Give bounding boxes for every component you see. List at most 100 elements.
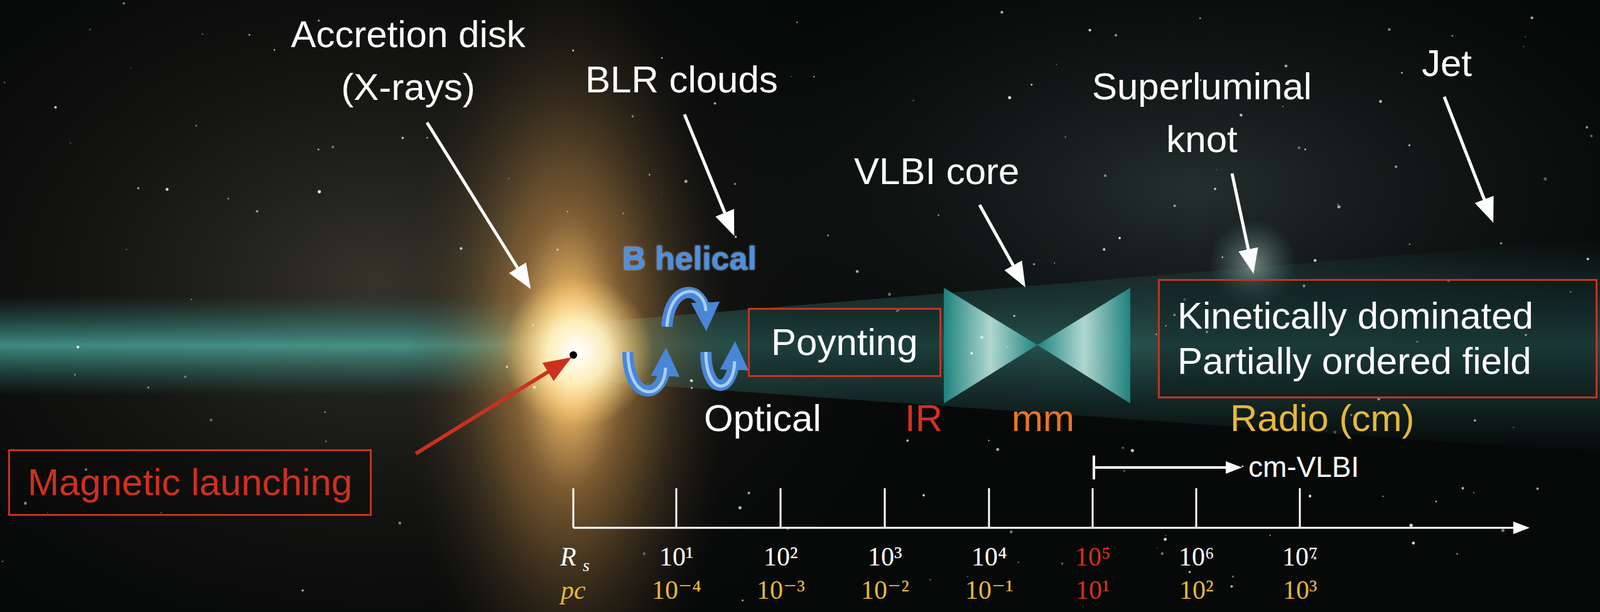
- star: [1012, 314, 1015, 317]
- star: [89, 28, 92, 31]
- star: [195, 124, 198, 127]
- star: [647, 383, 649, 385]
- star-field: [1, 2, 1594, 602]
- star: [324, 411, 326, 413]
- star: [317, 190, 321, 194]
- star: [1586, 257, 1590, 260]
- band-label: Optical: [703, 395, 822, 441]
- star: [995, 447, 1000, 451]
- star: [1499, 241, 1503, 245]
- range-label: cm-VLBI: [1248, 449, 1359, 485]
- band-label: mm: [1011, 395, 1075, 441]
- star: [1473, 418, 1477, 422]
- star: [556, 248, 559, 251]
- star: [988, 439, 990, 441]
- star: [1055, 63, 1057, 65]
- star: [125, 248, 127, 250]
- box-text: Partially ordered field: [1177, 338, 1579, 384]
- star: [183, 375, 187, 379]
- star: [1215, 168, 1217, 171]
- star: [1473, 491, 1475, 493]
- star: [1188, 570, 1192, 574]
- component-label: Superluminal knot: [1070, 60, 1334, 166]
- star: [631, 114, 635, 118]
- star: [317, 148, 320, 151]
- star: [1378, 99, 1383, 103]
- star: [1382, 495, 1384, 497]
- star: [741, 599, 744, 601]
- axis-tick-label: 10³: [867, 540, 903, 573]
- star: [827, 234, 829, 237]
- star: [713, 102, 717, 105]
- component-label: Accretion disk (X-rays): [260, 8, 556, 114]
- star: [1394, 165, 1398, 168]
- box-text: Poynting: [771, 319, 919, 365]
- band-label: IR: [904, 395, 943, 441]
- star: [1400, 72, 1403, 75]
- star: [1114, 33, 1118, 37]
- star: [567, 210, 569, 213]
- star: [1088, 28, 1092, 32]
- star: [1451, 35, 1454, 38]
- star: [273, 48, 276, 51]
- star: [1411, 541, 1415, 545]
- star: [1408, 144, 1411, 147]
- star: [1530, 16, 1533, 19]
- star: [209, 418, 213, 422]
- star: [747, 491, 750, 495]
- star: [684, 179, 688, 183]
- star: [1522, 45, 1525, 48]
- axis-tick-label: 10⁷: [1282, 540, 1319, 573]
- star: [1230, 584, 1233, 588]
- star: [508, 177, 510, 179]
- axis-unit-subscript: s: [582, 554, 590, 576]
- star: [1456, 552, 1459, 555]
- star: [643, 551, 646, 555]
- axis-tick-label: 10⁶: [1178, 540, 1215, 573]
- leader-arrow: [684, 114, 733, 233]
- vlbi-core-cone: [1037, 287, 1131, 404]
- star: [796, 21, 798, 24]
- star: [572, 49, 574, 52]
- star: [426, 136, 428, 139]
- star: [136, 187, 140, 190]
- star: [1221, 256, 1224, 259]
- launch-arrow: [415, 359, 569, 454]
- component-label: VLBI core: [854, 148, 1020, 195]
- star: [3, 81, 6, 84]
- star: [505, 365, 509, 368]
- star: [1064, 136, 1067, 139]
- star: [1163, 537, 1167, 541]
- star: [533, 385, 537, 389]
- field-label: B helical: [622, 238, 757, 278]
- star: [1053, 262, 1055, 264]
- star: [813, 75, 815, 78]
- axis-tick-label: 10⁻¹: [965, 573, 1014, 606]
- star: [622, 212, 625, 215]
- component-label: Jet: [1421, 40, 1472, 87]
- star: [1006, 345, 1009, 348]
- star: [1, 560, 4, 563]
- star: [1232, 575, 1234, 578]
- helical-field-highlight: [666, 291, 706, 327]
- star: [738, 506, 742, 510]
- star: [1172, 204, 1176, 207]
- star: [1461, 486, 1465, 490]
- star: [1501, 528, 1505, 532]
- star: [129, 67, 132, 70]
- star: [1409, 523, 1413, 527]
- helical-field-highlight: [705, 351, 735, 387]
- star: [1123, 469, 1126, 472]
- star: [790, 75, 792, 78]
- component-label: BLR clouds: [585, 57, 779, 103]
- box-text: Magnetic launching: [27, 459, 353, 505]
- star: [690, 378, 694, 382]
- leader-arrow: [1232, 173, 1253, 271]
- star: [980, 335, 984, 339]
- star: [74, 373, 76, 375]
- star: [1032, 263, 1036, 266]
- axis-unit: pc: [560, 573, 586, 606]
- star: [1336, 203, 1339, 205]
- leader-arrow: [1444, 96, 1492, 220]
- star: [1000, 10, 1004, 14]
